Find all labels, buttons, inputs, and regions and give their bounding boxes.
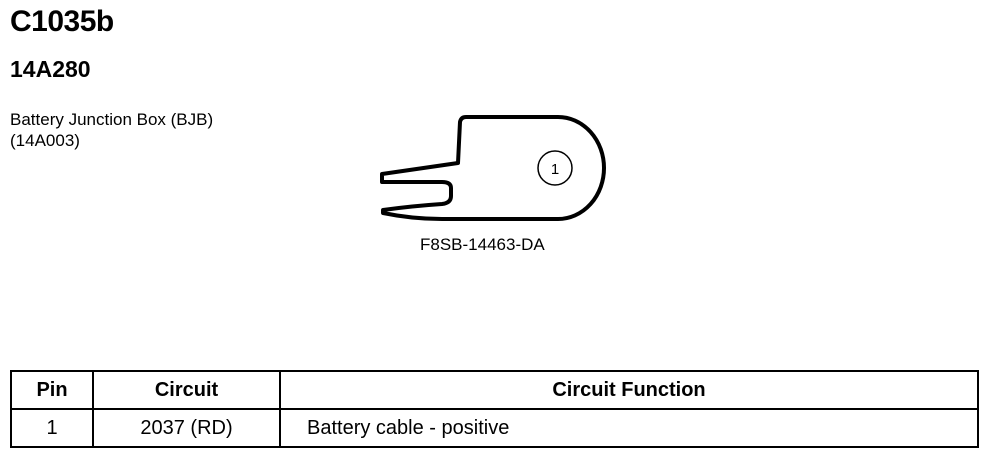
pin-1-circle xyxy=(537,150,573,186)
diagram-reference-code: F8SB-14463-DA xyxy=(420,235,545,254)
cell-circuit: 2037 (RD) xyxy=(92,408,281,448)
table-header-row: Pin Circuit Circuit Function xyxy=(10,370,979,410)
column-header-pin: Pin xyxy=(10,370,94,410)
table-row: 1 2037 (RD) Battery cable - positive xyxy=(10,408,979,448)
cell-circuit-function: Battery cable - positive xyxy=(279,408,979,448)
description-line-2: (14A003) xyxy=(10,131,80,150)
pin-1-label: 1 xyxy=(551,161,559,178)
column-header-circuit: Circuit xyxy=(92,370,281,410)
pin-table: Pin Circuit Circuit Function 1 2037 (RD)… xyxy=(10,370,979,448)
description-line-1: Battery Junction Box (BJB) xyxy=(10,110,214,129)
cell-pin: 1 xyxy=(10,408,94,448)
part-number: 14A280 xyxy=(10,56,91,82)
ring-terminal-outline xyxy=(380,115,606,221)
connector-description: Battery Junction Box (BJB) (14A003) xyxy=(10,109,213,151)
column-header-circuit-function: Circuit Function xyxy=(279,370,979,410)
connector-id: C1035b xyxy=(10,5,114,38)
